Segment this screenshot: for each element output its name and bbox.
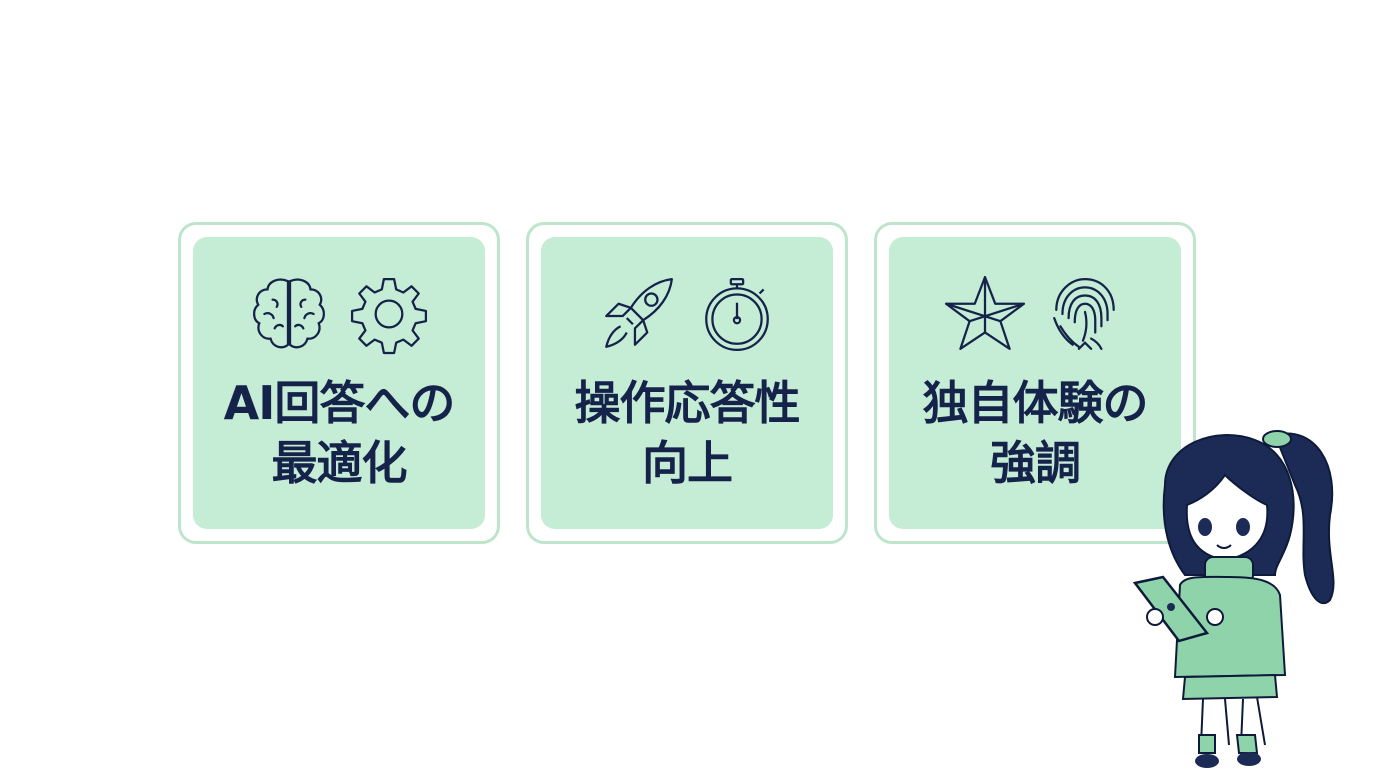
girl-with-tablet-illustration (1132, 430, 1335, 768)
stopwatch-icon (705, 278, 769, 352)
card-inner: 操作応答性 向上 (541, 237, 833, 529)
star-icon (944, 275, 1026, 350)
rocket-icon (605, 278, 673, 348)
gear-icon (350, 278, 428, 355)
fingerprint-icon (1053, 278, 1115, 350)
card-inner: 独自体験の 強調 (889, 237, 1181, 529)
feature-card-responsiveness: 操作応答性 向上 (526, 222, 848, 544)
card-icons (889, 273, 1181, 355)
card-icons (193, 273, 485, 355)
brain-icon (253, 278, 325, 349)
feature-card-ai-optimization: AI回答への 最適化 (178, 222, 500, 544)
card-inner: AI回答への 最適化 (193, 237, 485, 529)
card-label: 操作応答性 向上 (574, 376, 801, 490)
card-label: AI回答への 最適化 (223, 376, 456, 490)
card-icons (541, 273, 833, 355)
card-label: 独自体験の 強調 (922, 376, 1149, 490)
feature-card-unique-experience: 独自体験の 強調 (874, 222, 1196, 544)
